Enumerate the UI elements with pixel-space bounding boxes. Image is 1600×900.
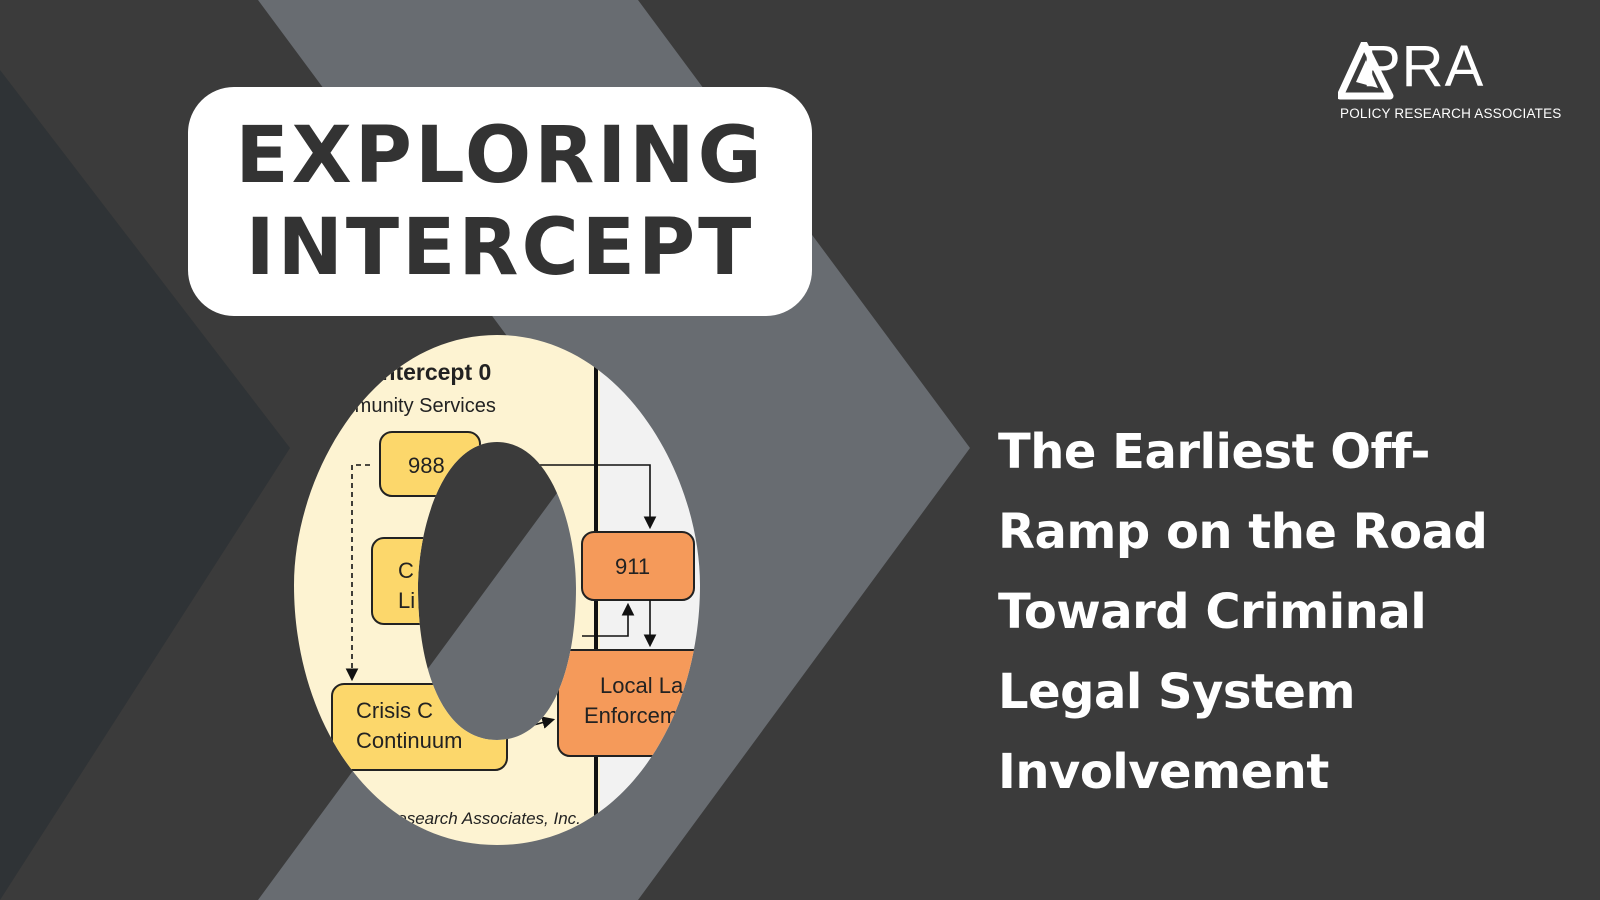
logo-subtitle: POLICY RESEARCH ASSOCIATES	[1340, 106, 1562, 121]
box-988-label: 988	[408, 453, 445, 478]
box-left-partial-2: Li	[398, 588, 415, 613]
box-911-label: 911	[615, 554, 650, 579]
diagram-subheading: mmunity Services	[338, 395, 496, 417]
subtitle: The Earliest Off- Ramp on the Road Towar…	[998, 412, 1558, 812]
pra-logo	[1338, 42, 1394, 100]
diagram-heading: Intercept 0	[375, 359, 491, 385]
subtitle-line: Toward Criminal	[998, 584, 1427, 640]
crisis-line1: Crisis C	[356, 698, 433, 723]
title-box: EXPLORING INTERCEPT	[188, 87, 812, 316]
law-line1: Local La	[600, 673, 684, 698]
law-line2: Enforcem	[584, 703, 678, 728]
subtitle-line: The Earliest Off-	[998, 424, 1430, 480]
crisis-line2: Continuum	[356, 728, 462, 753]
subtitle-line: Involvement	[998, 744, 1329, 800]
diagram-footer: Research Associates, Inc.	[385, 809, 581, 828]
subtitle-line: Legal System	[998, 664, 1356, 720]
subtitle-line: Ramp on the Road	[998, 504, 1488, 560]
logo-text: PRA	[1362, 34, 1485, 99]
title-line-1: EXPLORING	[235, 110, 765, 201]
title-line-2: INTERCEPT	[245, 202, 755, 293]
box-left-partial-1: C	[398, 558, 414, 583]
left-dark-chevron	[0, 70, 290, 900]
triangle-logo-icon	[1338, 42, 1394, 100]
